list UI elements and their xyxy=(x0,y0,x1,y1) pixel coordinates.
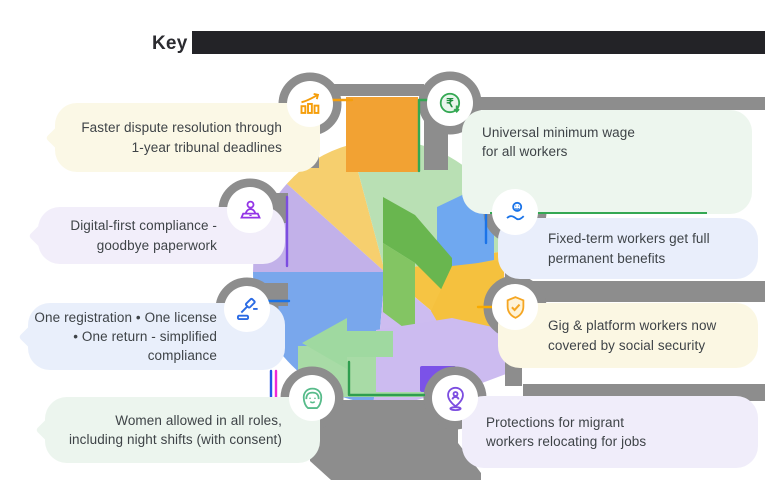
callout-line: workers relocating for jobs xyxy=(486,434,647,449)
callout-gig-social-security: Gig & platform workers now covered by so… xyxy=(498,303,758,368)
callout-fixed-term-benefits: Fixed-term workers get full permanent be… xyxy=(498,218,758,279)
callout-line: Faster dispute resolution through xyxy=(81,120,282,136)
woman-icon xyxy=(289,375,335,421)
callout-line: Digital-first compliance - xyxy=(70,218,217,234)
hand-holding-person-icon xyxy=(492,189,538,235)
callout-women-all-roles: Women allowed in all roles, including ni… xyxy=(35,397,320,463)
callout-line: Fixed-term workers get full xyxy=(548,231,710,247)
svg-text:₹: ₹ xyxy=(446,96,454,110)
callout-line: compliance xyxy=(147,348,217,364)
title-redaction-bar xyxy=(192,31,765,54)
callout-line: • One return - simplified xyxy=(73,328,217,344)
callout-migrant-protections: Protections for migrant workers relocati… xyxy=(462,396,758,468)
callout-one-registration: One registration • One license • One ret… xyxy=(18,303,285,370)
callout-line: Universal minimum wage xyxy=(482,125,635,140)
callout-line: for all workers xyxy=(482,144,568,160)
callout-line: including night shifts (with consent) xyxy=(68,432,282,447)
callout-line: One registration • One license xyxy=(34,309,217,325)
page-title: Key xyxy=(152,33,188,54)
callout-line: 1-year tribunal deadlines xyxy=(131,139,282,155)
callout-line: Gig & platform workers now xyxy=(548,318,717,334)
rupee-coin-icon: ₹ xyxy=(427,80,473,126)
callout-line: covered by social security xyxy=(548,337,706,353)
callout-dispute-resolution: Faster dispute resolution through 1-year… xyxy=(45,103,320,172)
callout-digital-compliance: Digital-first compliance - goodbye paper… xyxy=(28,207,285,264)
bar-chart-icon xyxy=(287,81,333,127)
person-laptop-icon xyxy=(227,187,273,233)
callout-line: Women allowed in all roles, xyxy=(115,412,282,428)
location-pin-person-icon xyxy=(432,375,478,421)
callout-line: permanent benefits xyxy=(548,250,666,266)
callout-line: Protections for migrant xyxy=(486,414,625,430)
gavel-icon xyxy=(224,286,270,332)
wage-box-green-line xyxy=(490,212,707,214)
shield-check-icon xyxy=(492,284,538,330)
callout-minimum-wage: Universal minimum wage for all workers xyxy=(462,110,752,214)
callout-line: goodbye paperwork xyxy=(96,237,217,253)
